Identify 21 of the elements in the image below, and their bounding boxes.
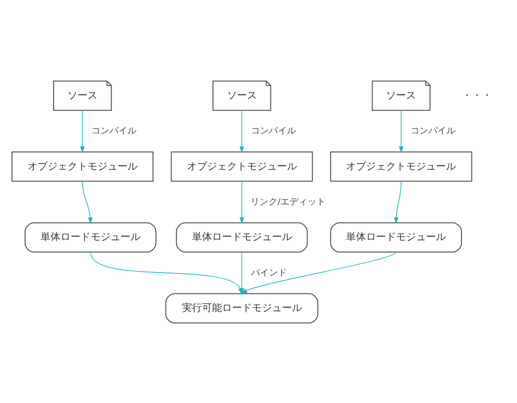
arrow xyxy=(82,180,92,224)
arrow xyxy=(239,109,244,153)
arrow xyxy=(239,180,244,224)
edge-label: コンパイル xyxy=(91,126,136,136)
arrow xyxy=(80,109,84,153)
arrow xyxy=(239,251,244,294)
arrow xyxy=(398,109,403,153)
arrow xyxy=(393,180,402,224)
node-box: 実行可能ロードモジュール xyxy=(164,292,318,323)
node-box: オブジェクトモジュール xyxy=(10,150,153,182)
node-box: 単体ロードモジュール xyxy=(175,222,308,252)
label: ・・・ xyxy=(462,90,492,101)
edge-label: コンパイル xyxy=(410,126,455,136)
node-box: オブジェクトモジュール xyxy=(330,150,472,182)
node-box: オブジェクトモジュール xyxy=(170,150,312,182)
node-box: 単体ロードモジュール xyxy=(24,222,156,252)
edge-label: バインド xyxy=(250,268,286,278)
edge-label: リンク/エディット xyxy=(250,197,326,208)
arrow xyxy=(240,251,396,294)
edge-label: コンパイル xyxy=(250,126,296,136)
node-box: 単体ロードモジュール xyxy=(330,222,462,252)
